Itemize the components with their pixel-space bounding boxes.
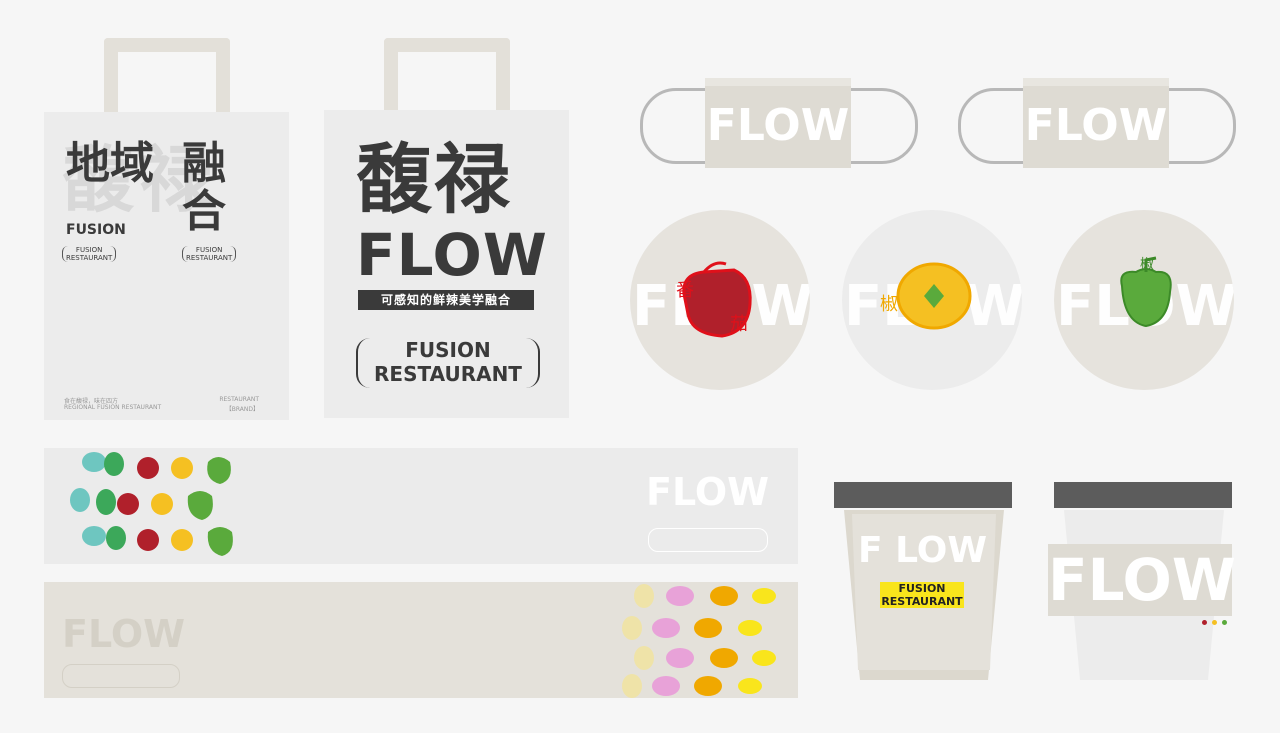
mini-veg-icons — [1202, 610, 1230, 625]
title-cjk-c: 合 — [182, 186, 226, 237]
banner-2: FLOW — [44, 582, 798, 698]
vegetable-pattern-left — [70, 452, 233, 556]
mask-logo: FLOW — [1024, 100, 1168, 151]
slogan-bar: 可感知的鲜辣美学融合 — [358, 290, 534, 310]
mask-logo: FLOW — [706, 100, 850, 151]
tote-bag-2: 馥禄 FLOW 可感知的鲜辣美学融合 FUSION RESTAURANT — [324, 38, 569, 418]
cup-logo: FLOW — [1048, 546, 1236, 614]
badge-char-a: 椒 — [880, 294, 898, 315]
outline-icons — [62, 664, 180, 688]
restaurant-label: RESTAURANT — [374, 362, 522, 386]
paren-block: FUSION RESTAURANT — [356, 338, 540, 388]
banner-logo: FLOW — [646, 470, 770, 514]
cup-label-fusion: FUSION — [880, 582, 964, 595]
tomato-icon — [682, 261, 752, 338]
banner-1: FLOW — [44, 448, 798, 564]
paren-label-a: FUSION RESTAURANT — [62, 246, 117, 262]
green-dot-icon — [1222, 620, 1228, 625]
cup-label: FUSION RESTAURANT — [880, 582, 964, 608]
cup-wrap: FLOW — [1048, 544, 1236, 616]
mask-body: FLOW — [705, 78, 851, 168]
yellow-pepper-icon — [896, 262, 972, 330]
bag-handle — [384, 38, 510, 112]
badge-green-pepper: FLOW 椒 — [1054, 210, 1234, 390]
cup-lid — [1054, 482, 1232, 508]
footer-left-1: 食在馥禄，味在四方 — [64, 398, 119, 405]
cup-2: FLOW — [1048, 482, 1236, 682]
green-pepper-icon — [1120, 256, 1172, 328]
face-mask-2: FLOW — [958, 78, 1236, 168]
cup-lid — [834, 482, 1012, 508]
bag-handle — [104, 38, 230, 112]
footer-right-2: 【BRAND】 — [225, 406, 259, 413]
outline-icons — [648, 528, 768, 552]
mask-body: FLOW — [1023, 78, 1169, 168]
footer-right-1: RESTAURANT — [219, 396, 259, 403]
badge-char-b: 茄 — [730, 314, 748, 335]
badge-char-a: 番 — [676, 280, 694, 301]
cup-logo: F LOW — [858, 530, 988, 571]
vegetable-pattern-right — [622, 584, 776, 698]
logo-flow: FLOW — [356, 221, 548, 289]
banner-logo: FLOW — [62, 612, 186, 656]
logo-cjk: 馥禄 — [356, 135, 512, 224]
fusion-label: FUSION — [405, 338, 491, 362]
ghost-logo: 馥禄 — [62, 138, 219, 222]
bag-body: 馥禄 地域 融 合 FUSION FUSION RESTAURANT FUSIO… — [44, 112, 289, 420]
footer-left-2: REGIONAL FUSION RESTAURANT — [64, 404, 162, 411]
red-dot-icon — [1202, 620, 1207, 625]
tote-bag-1: 馥禄 地域 融 合 FUSION FUSION RESTAURANT FUSIO… — [44, 38, 289, 420]
fusion-label: FUSION — [66, 222, 126, 238]
cup-1: F LOW FUSION RESTAURANT — [834, 482, 1014, 682]
paren-label-b: FUSION RESTAURANT — [182, 246, 237, 262]
yellow-dot-icon — [1212, 620, 1218, 625]
cup-label-restaurant: RESTAURANT — [880, 595, 964, 608]
title-cjk-b: 融 — [182, 138, 226, 189]
title-cjk-a: 地域 — [66, 138, 154, 189]
badge-char-a: 椒 — [1140, 257, 1154, 273]
face-mask-1: FLOW — [640, 78, 918, 168]
badge-tomato: FLOW 番 茄 — [630, 210, 810, 390]
bag-body: 馥禄 FLOW 可感知的鲜辣美学融合 FUSION RESTAURANT — [324, 110, 569, 418]
badge-yellow-pepper: FLOW 椒 — [842, 210, 1022, 390]
